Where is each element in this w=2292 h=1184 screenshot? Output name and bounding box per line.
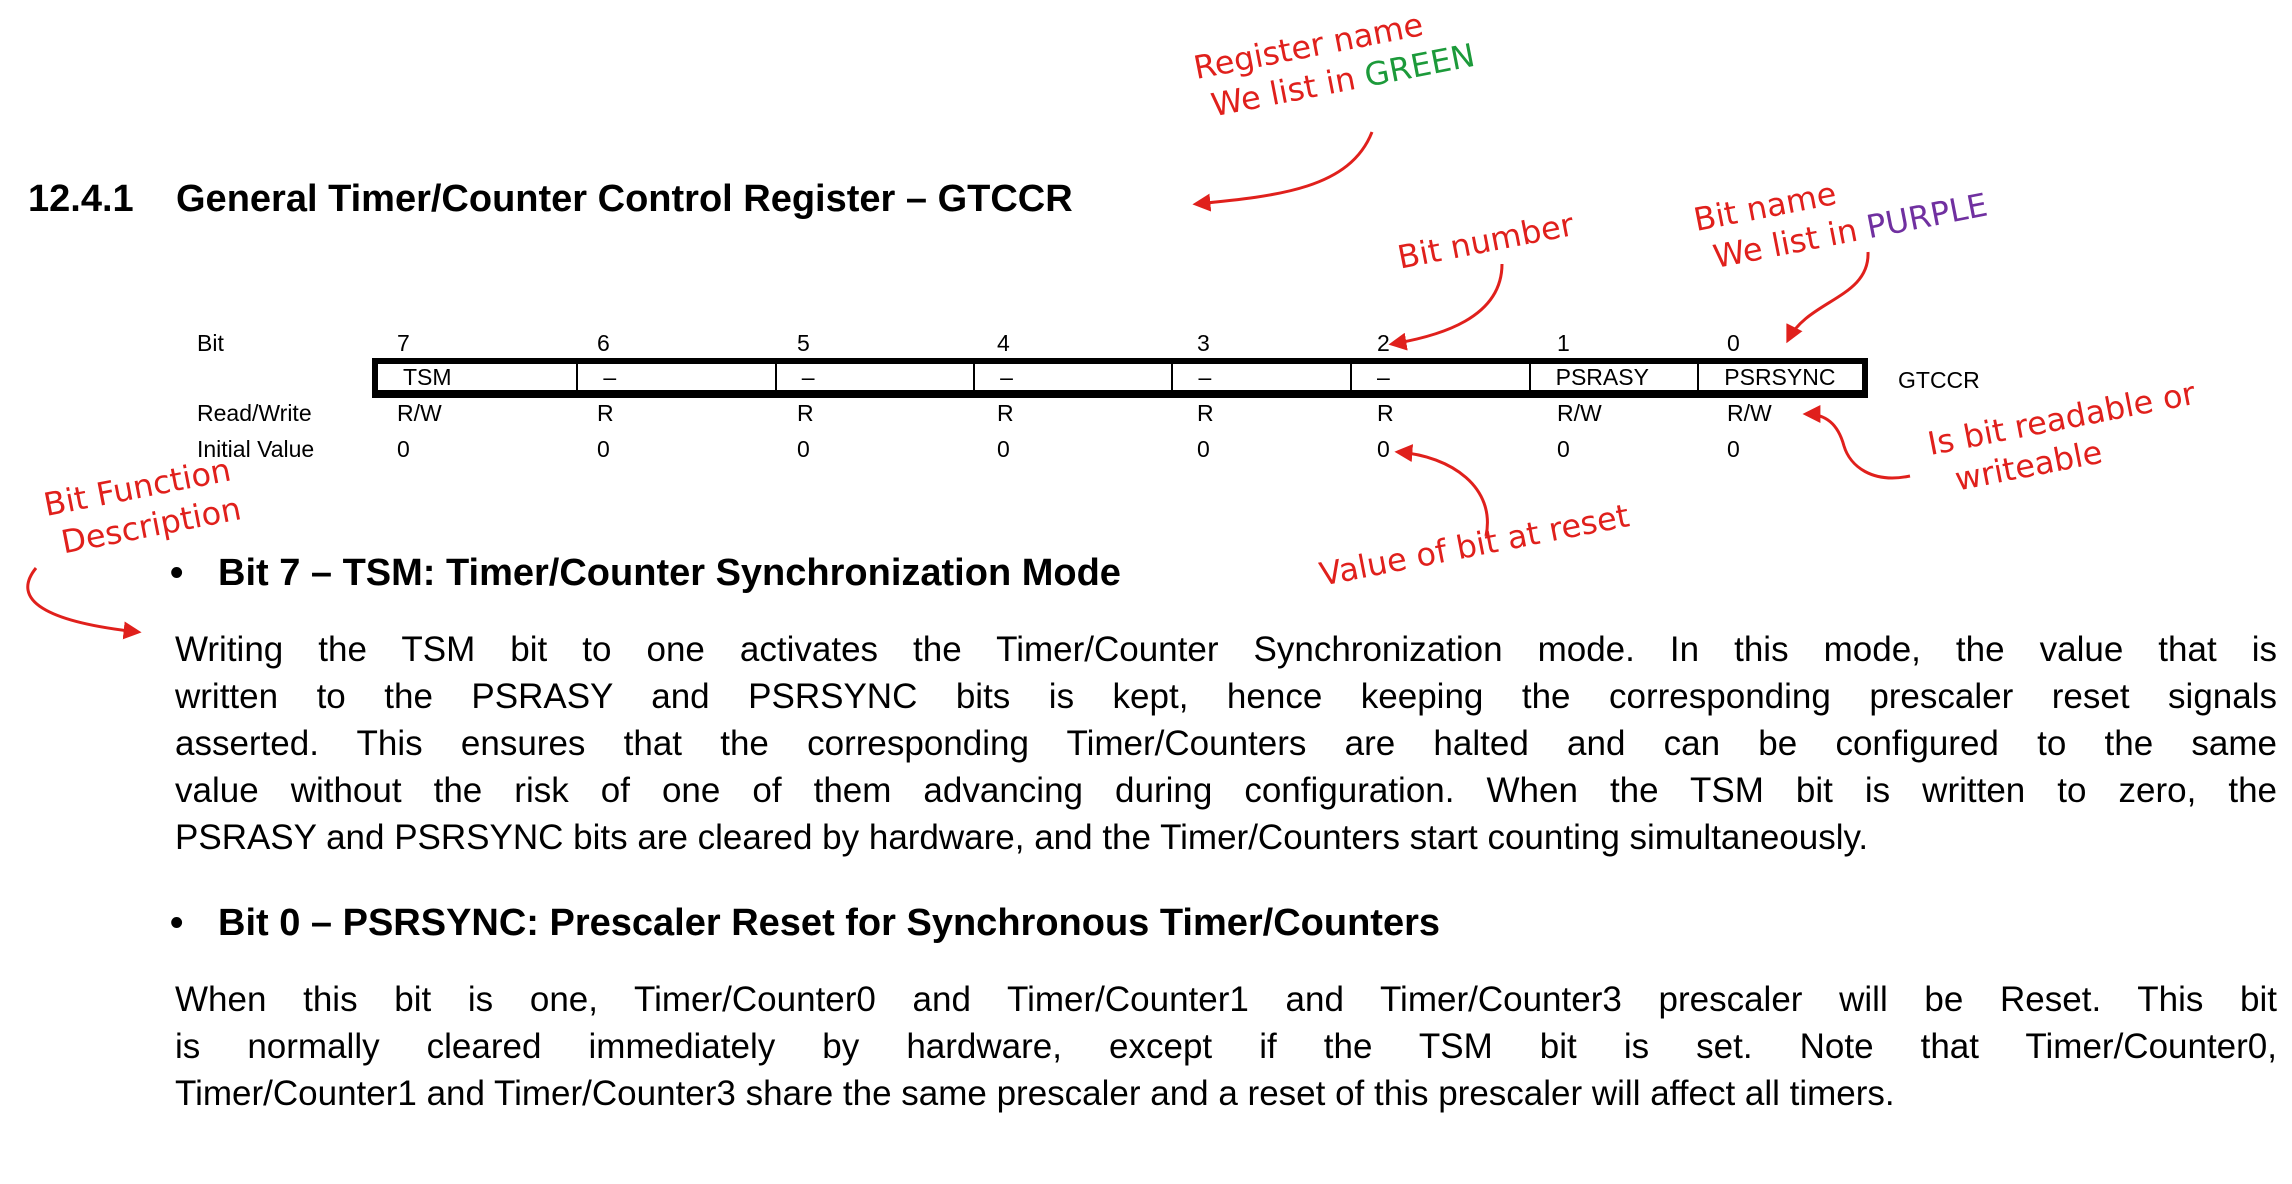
paragraph-line: asserted. This ensures that the correspo… (175, 724, 2277, 763)
bit-field-3: – (1171, 364, 1351, 392)
register-bit-fields: TSM – – – – – PSRASY PSRSYNC (372, 358, 1868, 398)
bullet-heading-tsm: • Bit 7 – TSM: Timer/Counter Synchronizat… (170, 552, 1121, 595)
register-name-label: GTCCR (1898, 367, 1980, 393)
bit-field-0: PSRSYNC (1697, 364, 1862, 392)
bit-number-0: 0 (1727, 330, 1740, 356)
bit-field-name: – (801, 364, 815, 390)
bit-field-name: – (1000, 364, 1013, 390)
arrow-to-register-name (1192, 131, 1374, 212)
bullet-marker: • (170, 552, 184, 594)
bit-initial-value-7: 0 (397, 436, 410, 462)
paragraph-line: Timer/Counter1 and Timer/Counter3 share … (175, 1074, 1895, 1113)
bit-initial-value-4: 0 (997, 436, 1010, 462)
bullet-title: Bit 7 – TSM: Timer/Counter Synchronizati… (218, 552, 1121, 594)
bit-number-2: 2 (1377, 330, 1390, 356)
row-label-read-write: Read/Write (197, 400, 312, 426)
bit-access-0: R/W (1727, 400, 1772, 426)
arrow-to-read-write (1802, 405, 1911, 480)
arrow-to-bit-name (1786, 251, 1870, 344)
arrow-to-reset-value (1394, 444, 1489, 537)
bit-number-5: 5 (797, 330, 810, 356)
paragraph-tsm: Writing the TSM bit to one activates the… (175, 626, 2277, 861)
bit-field-6: – (576, 364, 775, 392)
paragraph-line: Writing the TSM bit to one activates the… (175, 630, 2277, 669)
bit-field-7: TSM (378, 364, 577, 392)
bit-number-7: 7 (397, 330, 410, 356)
bit-field-4: – (973, 364, 1172, 392)
bit-field-5: – (774, 364, 974, 392)
bit-number-6: 6 (597, 330, 610, 356)
paragraph-line: When this bit is one, Timer/Counter0 and… (175, 980, 2277, 1019)
bit-field-name: TSM (403, 364, 452, 390)
row-label-bit: Bit (197, 330, 224, 356)
bit-access-7: R/W (397, 400, 442, 426)
arrow-to-bit-function (26, 567, 142, 640)
bullet-title: Bit 0 – PSRSYNC: Prescaler Reset for Syn… (218, 902, 1440, 944)
bit-access-4: R (997, 400, 1014, 426)
bit-access-6: R (597, 400, 614, 426)
paragraph-line: PSRASY and PSRSYNC bits are cleared by h… (175, 818, 1869, 857)
bit-initial-value-5: 0 (797, 436, 810, 462)
bit-access-2: R (1377, 400, 1394, 426)
bit-access-5: R (797, 400, 814, 426)
bit-access-1: R/W (1557, 400, 1602, 426)
bit-field-name: – (603, 364, 617, 390)
bit-initial-value-1: 0 (1557, 436, 1570, 462)
bit-field-name: – (1198, 364, 1212, 390)
bit-access-3: R (1197, 400, 1214, 426)
bit-number-4: 4 (997, 330, 1010, 356)
paragraph-psrsync: When this bit is one, Timer/Counter0 and… (175, 976, 2277, 1117)
section-title: General Timer/Counter Control Register –… (176, 178, 1073, 220)
bit-initial-value-6: 0 (597, 436, 610, 462)
paragraph-line: is normally cleared immediately by hardw… (175, 1027, 2277, 1066)
row-label-initial-value: Initial Value (197, 436, 315, 462)
bullet-marker: • (170, 902, 184, 944)
paragraph-line: written to the PSRASY and PSRSYNC bits i… (175, 677, 2277, 716)
bit-field-2: – (1350, 364, 1529, 392)
section-heading: 12.4.1 General Timer/Counter Control Regi… (28, 178, 1073, 221)
arrow-to-bit-number (1388, 263, 1504, 351)
bit-field-name: PSRASY (1555, 364, 1649, 390)
bit-field-name: PSRSYNC (1724, 364, 1836, 390)
bit-field-name: – (1377, 364, 1390, 390)
bit-number-3: 3 (1197, 330, 1210, 356)
paragraph-line: value without the risk of one of them ad… (175, 771, 2277, 810)
bit-initial-value-0: 0 (1727, 436, 1740, 462)
section-number: 12.4.1 (28, 178, 134, 220)
bit-number-1: 1 (1557, 330, 1570, 356)
bit-field-1: PSRASY (1528, 364, 1698, 392)
bullet-heading-psrsync: • Bit 0 – PSRSYNC: Prescaler Reset for Sy… (170, 902, 1440, 945)
bit-initial-value-2: 0 (1377, 436, 1390, 462)
bit-initial-value-3: 0 (1197, 436, 1210, 462)
